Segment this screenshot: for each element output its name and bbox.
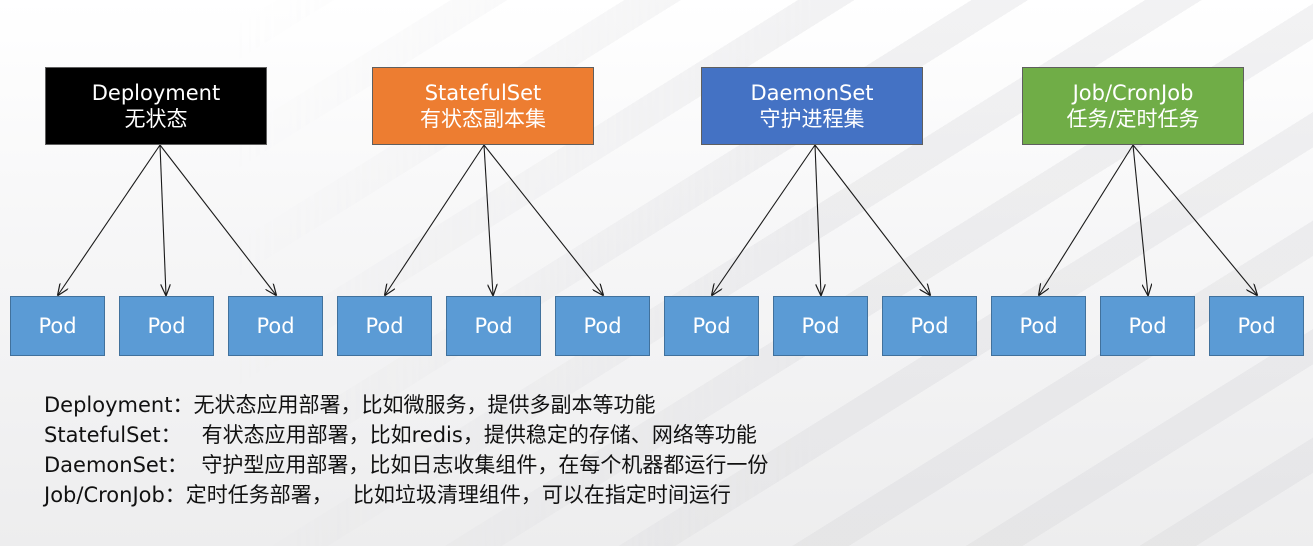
controller-job-cronjob: Job/CronJob 任务/定时任务 (1022, 67, 1244, 145)
arrow-job-pod-3 (1132, 144, 1257, 295)
arrow-job-pod-1 (1039, 144, 1134, 295)
arrow-statefulset-pod-2 (483, 144, 493, 295)
arrow-daemonset-pod-2 (814, 144, 821, 295)
pod-box: Pod (228, 296, 323, 356)
arrow-deployment-pod-2 (159, 144, 166, 295)
controller-name: DaemonSet (750, 81, 874, 105)
controller-desc: 有状态副本集 (420, 107, 546, 131)
pod-box: Pod (1209, 296, 1304, 356)
pod-box: Pod (773, 296, 868, 356)
pod-box: Pod (119, 296, 214, 356)
controller-statefulset: StatefulSet 有状态副本集 (372, 67, 594, 145)
arrow-statefulset-pod-1 (385, 144, 485, 295)
arrow-daemonset-pod-3 (814, 144, 930, 295)
pod-box: Pod (664, 296, 759, 356)
arrow-daemonset-pod-1 (712, 144, 816, 295)
pod-box: Pod (337, 296, 432, 356)
description-job-cronjob: Job/CronJob：定时任务部署， 比如垃圾清理组件，可以在指定时间运行 (44, 483, 731, 507)
description-deployment: Deployment：无状态应用部署，比如微服务，提供多副本等功能 (44, 393, 656, 417)
description-list: Deployment：无状态应用部署，比如微服务，提供多副本等功能 Statef… (44, 390, 768, 510)
controller-daemonset: DaemonSet 守护进程集 (701, 67, 923, 145)
pod-box: Pod (1100, 296, 1195, 356)
pod-box: Pod (10, 296, 105, 356)
controller-desc: 守护进程集 (759, 107, 865, 131)
pod-box: Pod (882, 296, 977, 356)
description-statefulset: StatefulSet： 有状态应用部署，比如redis，提供稳定的存储、网络等… (44, 423, 757, 447)
pod-box: Pod (991, 296, 1086, 356)
arrow-job-pod-2 (1132, 144, 1148, 295)
pod-box: Pod (555, 296, 650, 356)
arrow-statefulset-pod-3 (483, 144, 603, 295)
pod-box: Pod (446, 296, 541, 356)
arrow-deployment-pod-3 (159, 144, 276, 295)
controller-desc: 无状态 (124, 107, 188, 131)
controller-name: Job/CronJob (1072, 81, 1194, 105)
controller-name: Deployment (91, 81, 221, 105)
controller-desc: 任务/定时任务 (1066, 107, 1200, 131)
description-daemonset: DaemonSet： 守护型应用部署，比如日志收集组件，在每个机器都运行一份 (44, 453, 769, 477)
controller-deployment: Deployment 无状态 (45, 67, 267, 145)
controller-name: StatefulSet (424, 81, 542, 105)
arrow-deployment-pod-1 (58, 144, 161, 295)
